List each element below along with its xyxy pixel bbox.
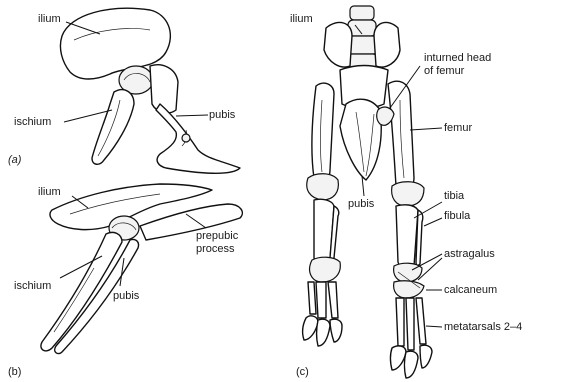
panel-c-tag: (c) <box>296 366 309 378</box>
panel-b-prepubic-label-line-2: process <box>196 243 235 255</box>
panel-c-ilium-label: ilium <box>290 13 313 25</box>
panel-c-inturned-head-label-line-1: inturned head <box>424 52 491 64</box>
panel-c-tibia-label: tibia <box>444 190 464 202</box>
panel-a-ischium-bone <box>92 90 134 165</box>
panel-b-tag: (b) <box>8 366 21 378</box>
panel-a-tag: (a) <box>8 154 21 166</box>
panel-c-femur-label: femur <box>444 122 472 134</box>
panel-a-pelvis-drawing <box>60 8 240 173</box>
panel-c-metatarsal-2 <box>396 298 404 346</box>
panel-a-pubis-label: pubis <box>209 109 235 121</box>
panel-b-prepubic-label-line-1: prepubic <box>196 230 238 242</box>
panel-c-calcaneum-label: calcaneum <box>444 284 497 296</box>
panel-c-ilium-left <box>324 22 352 67</box>
panel-c-right-fibula <box>416 210 423 265</box>
panel-a-ischium-label: ischium <box>14 116 51 128</box>
panel-b-ilium-label: ilium <box>38 186 61 198</box>
panel-c-inturned-head-label-line-2: of femur <box>424 65 464 77</box>
panel-b-ischium-label: ischium <box>14 280 51 292</box>
panel-c-skeleton-drawing <box>303 6 432 378</box>
panel-c-metatarsal-4 <box>416 298 426 344</box>
panel-c-right-knee <box>392 182 424 206</box>
panel-c-astragalus-label: astragalus <box>444 248 495 260</box>
panel-c-calcaneum <box>394 281 424 298</box>
panel-c-pubis-label: pubis <box>348 198 374 210</box>
panel-b-pelvis-drawing <box>41 184 242 354</box>
panel-b-pubis-label: pubis <box>113 290 139 302</box>
panel-a-ilium-label: ilium <box>38 13 61 25</box>
panel-c-metatarsals-label: metatarsals 2–4 <box>444 321 522 333</box>
panel-c-metatarsal-3 <box>406 298 414 350</box>
panel-c-right-tibia <box>396 205 418 270</box>
panel-c-ilium-right <box>374 22 400 67</box>
panel-c-left-femur <box>312 83 334 182</box>
panel-c-fibula-label: fibula <box>444 210 470 222</box>
panel-c-left-knee <box>307 174 339 200</box>
panel-c-pubis-bone <box>340 99 381 180</box>
